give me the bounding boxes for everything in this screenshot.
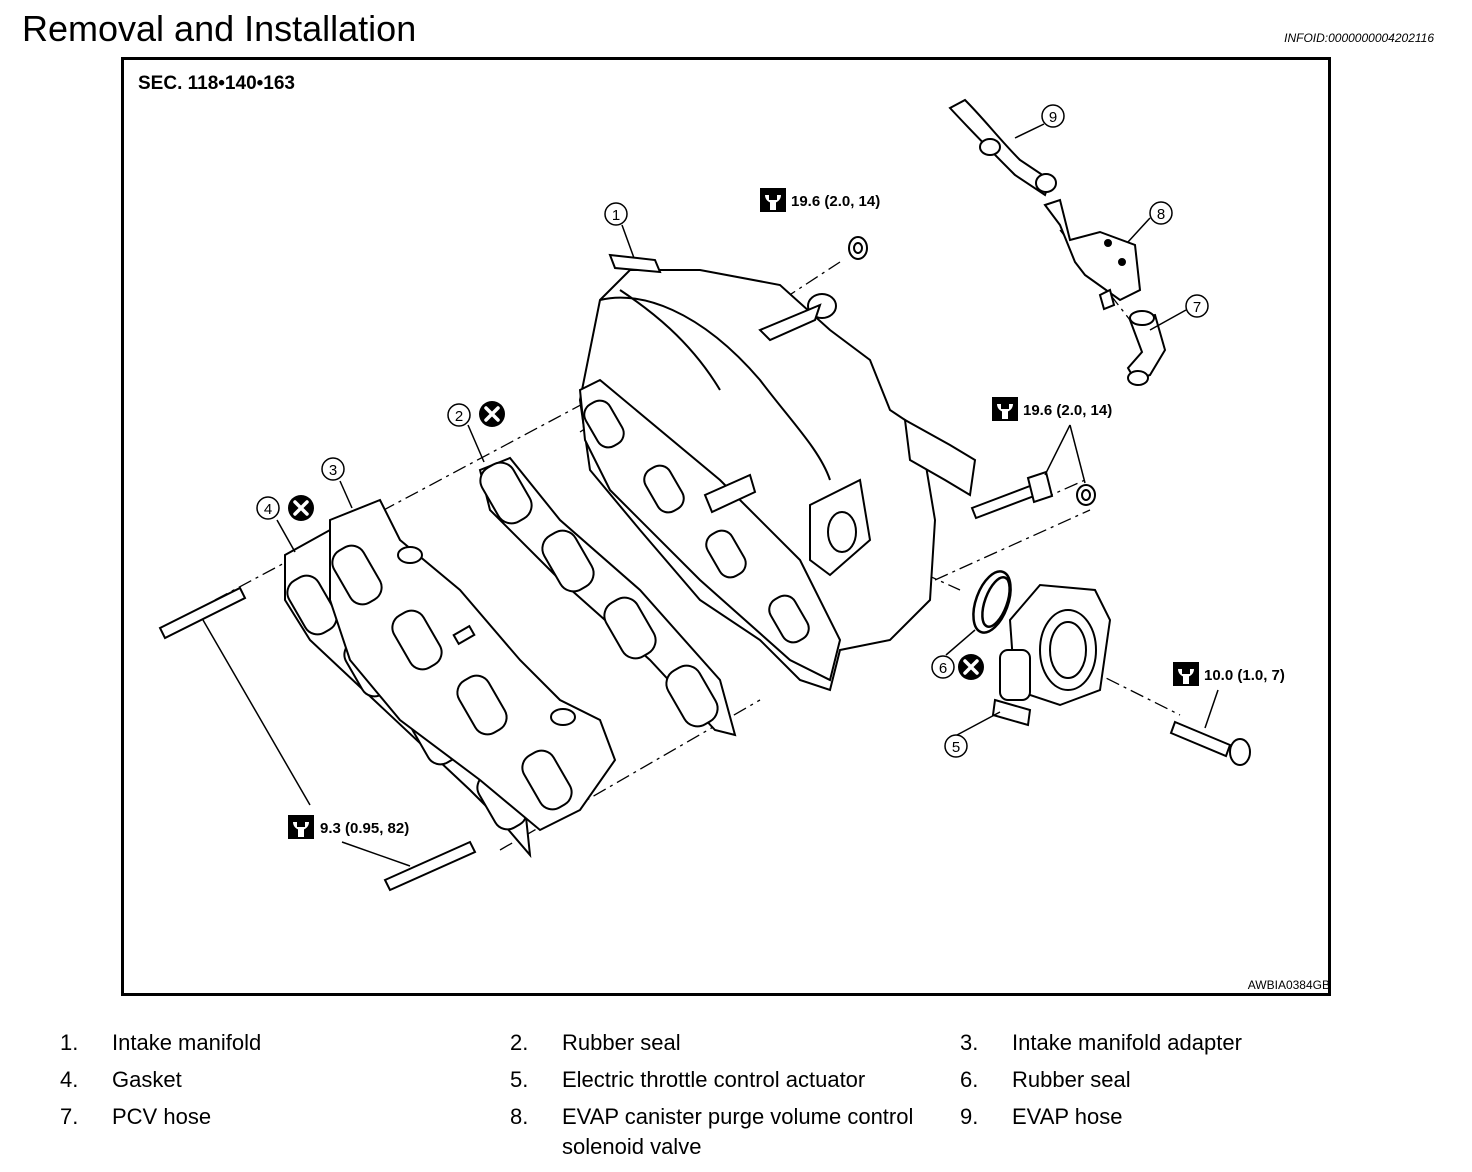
intake-manifold-adapter-part bbox=[329, 498, 617, 832]
svg-text:19.6 (2.0, 14): 19.6 (2.0, 14) bbox=[1023, 402, 1112, 419]
replace-part-icon bbox=[956, 652, 986, 682]
svg-text:1: 1 bbox=[612, 207, 620, 224]
callout-9: 9 bbox=[1041, 104, 1065, 128]
replace-part-icon bbox=[477, 399, 507, 429]
evap-purge-valve-part bbox=[1043, 198, 1142, 311]
section-label: SEC. 118•140•163 bbox=[138, 73, 295, 94]
torque-bolt-bracket: 19.6 (2.0, 14) bbox=[992, 397, 1112, 421]
svg-text:3: 3 bbox=[329, 462, 337, 479]
bolt-throttle bbox=[1169, 720, 1251, 766]
page-title: Removal and Installation bbox=[22, 8, 417, 49]
callout-3: 3 bbox=[321, 457, 345, 481]
torque-nut-manifold: 19.6 (2.0, 14) bbox=[760, 188, 880, 212]
svg-text:9.3 (0.95, 82): 9.3 (0.95, 82) bbox=[320, 820, 409, 837]
svg-text:19.6 (2.0, 14): 19.6 (2.0, 14) bbox=[791, 193, 880, 210]
torque-wrench-icon bbox=[1173, 662, 1199, 686]
svg-text:2: 2 bbox=[455, 408, 463, 425]
nut-manifold bbox=[848, 236, 868, 260]
torque-wrench-icon bbox=[760, 188, 786, 212]
svg-text:5: 5 bbox=[952, 739, 960, 756]
callout-8: 8 bbox=[1149, 201, 1173, 225]
callout-6: 6 bbox=[931, 655, 955, 679]
callout-1: 1 bbox=[604, 202, 628, 226]
stud-upper bbox=[158, 586, 247, 640]
callout-2: 2 bbox=[447, 403, 471, 427]
rubber-seal-part bbox=[478, 456, 737, 737]
diagram-frame bbox=[121, 57, 1331, 996]
throttle-seal-part bbox=[972, 570, 1012, 634]
svg-text:7: 7 bbox=[1193, 299, 1201, 316]
torque-bolt-throttle: 10.0 (1.0, 7) bbox=[1173, 662, 1285, 686]
callout-4: 4 bbox=[256, 496, 280, 520]
bolt-bracket bbox=[970, 470, 1096, 520]
stud-lower bbox=[383, 840, 477, 892]
replace-part-icon bbox=[286, 493, 316, 523]
figure-code: AWBIA0384GB bbox=[1248, 978, 1330, 992]
torque-wrench-icon bbox=[288, 815, 314, 839]
callout-7: 7 bbox=[1185, 294, 1209, 318]
svg-text:9: 9 bbox=[1049, 109, 1057, 126]
torque-wrench-icon bbox=[992, 397, 1018, 421]
throttle-actuator-part bbox=[991, 583, 1112, 727]
svg-text:4: 4 bbox=[264, 501, 272, 518]
svg-text:8: 8 bbox=[1157, 206, 1165, 223]
evap-hose-part bbox=[948, 98, 1057, 197]
info-id: INFOID:0000000004202116 bbox=[1284, 31, 1434, 45]
svg-text:10.0 (1.0, 7): 10.0 (1.0, 7) bbox=[1204, 667, 1285, 684]
callout-5: 5 bbox=[944, 734, 968, 758]
torque-stud: 9.3 (0.95, 82) bbox=[288, 815, 409, 839]
intake-manifold-part bbox=[578, 253, 977, 692]
pcv-hose-part bbox=[1126, 310, 1167, 386]
svg-text:6: 6 bbox=[939, 660, 947, 677]
leader-lines bbox=[202, 123, 1219, 867]
